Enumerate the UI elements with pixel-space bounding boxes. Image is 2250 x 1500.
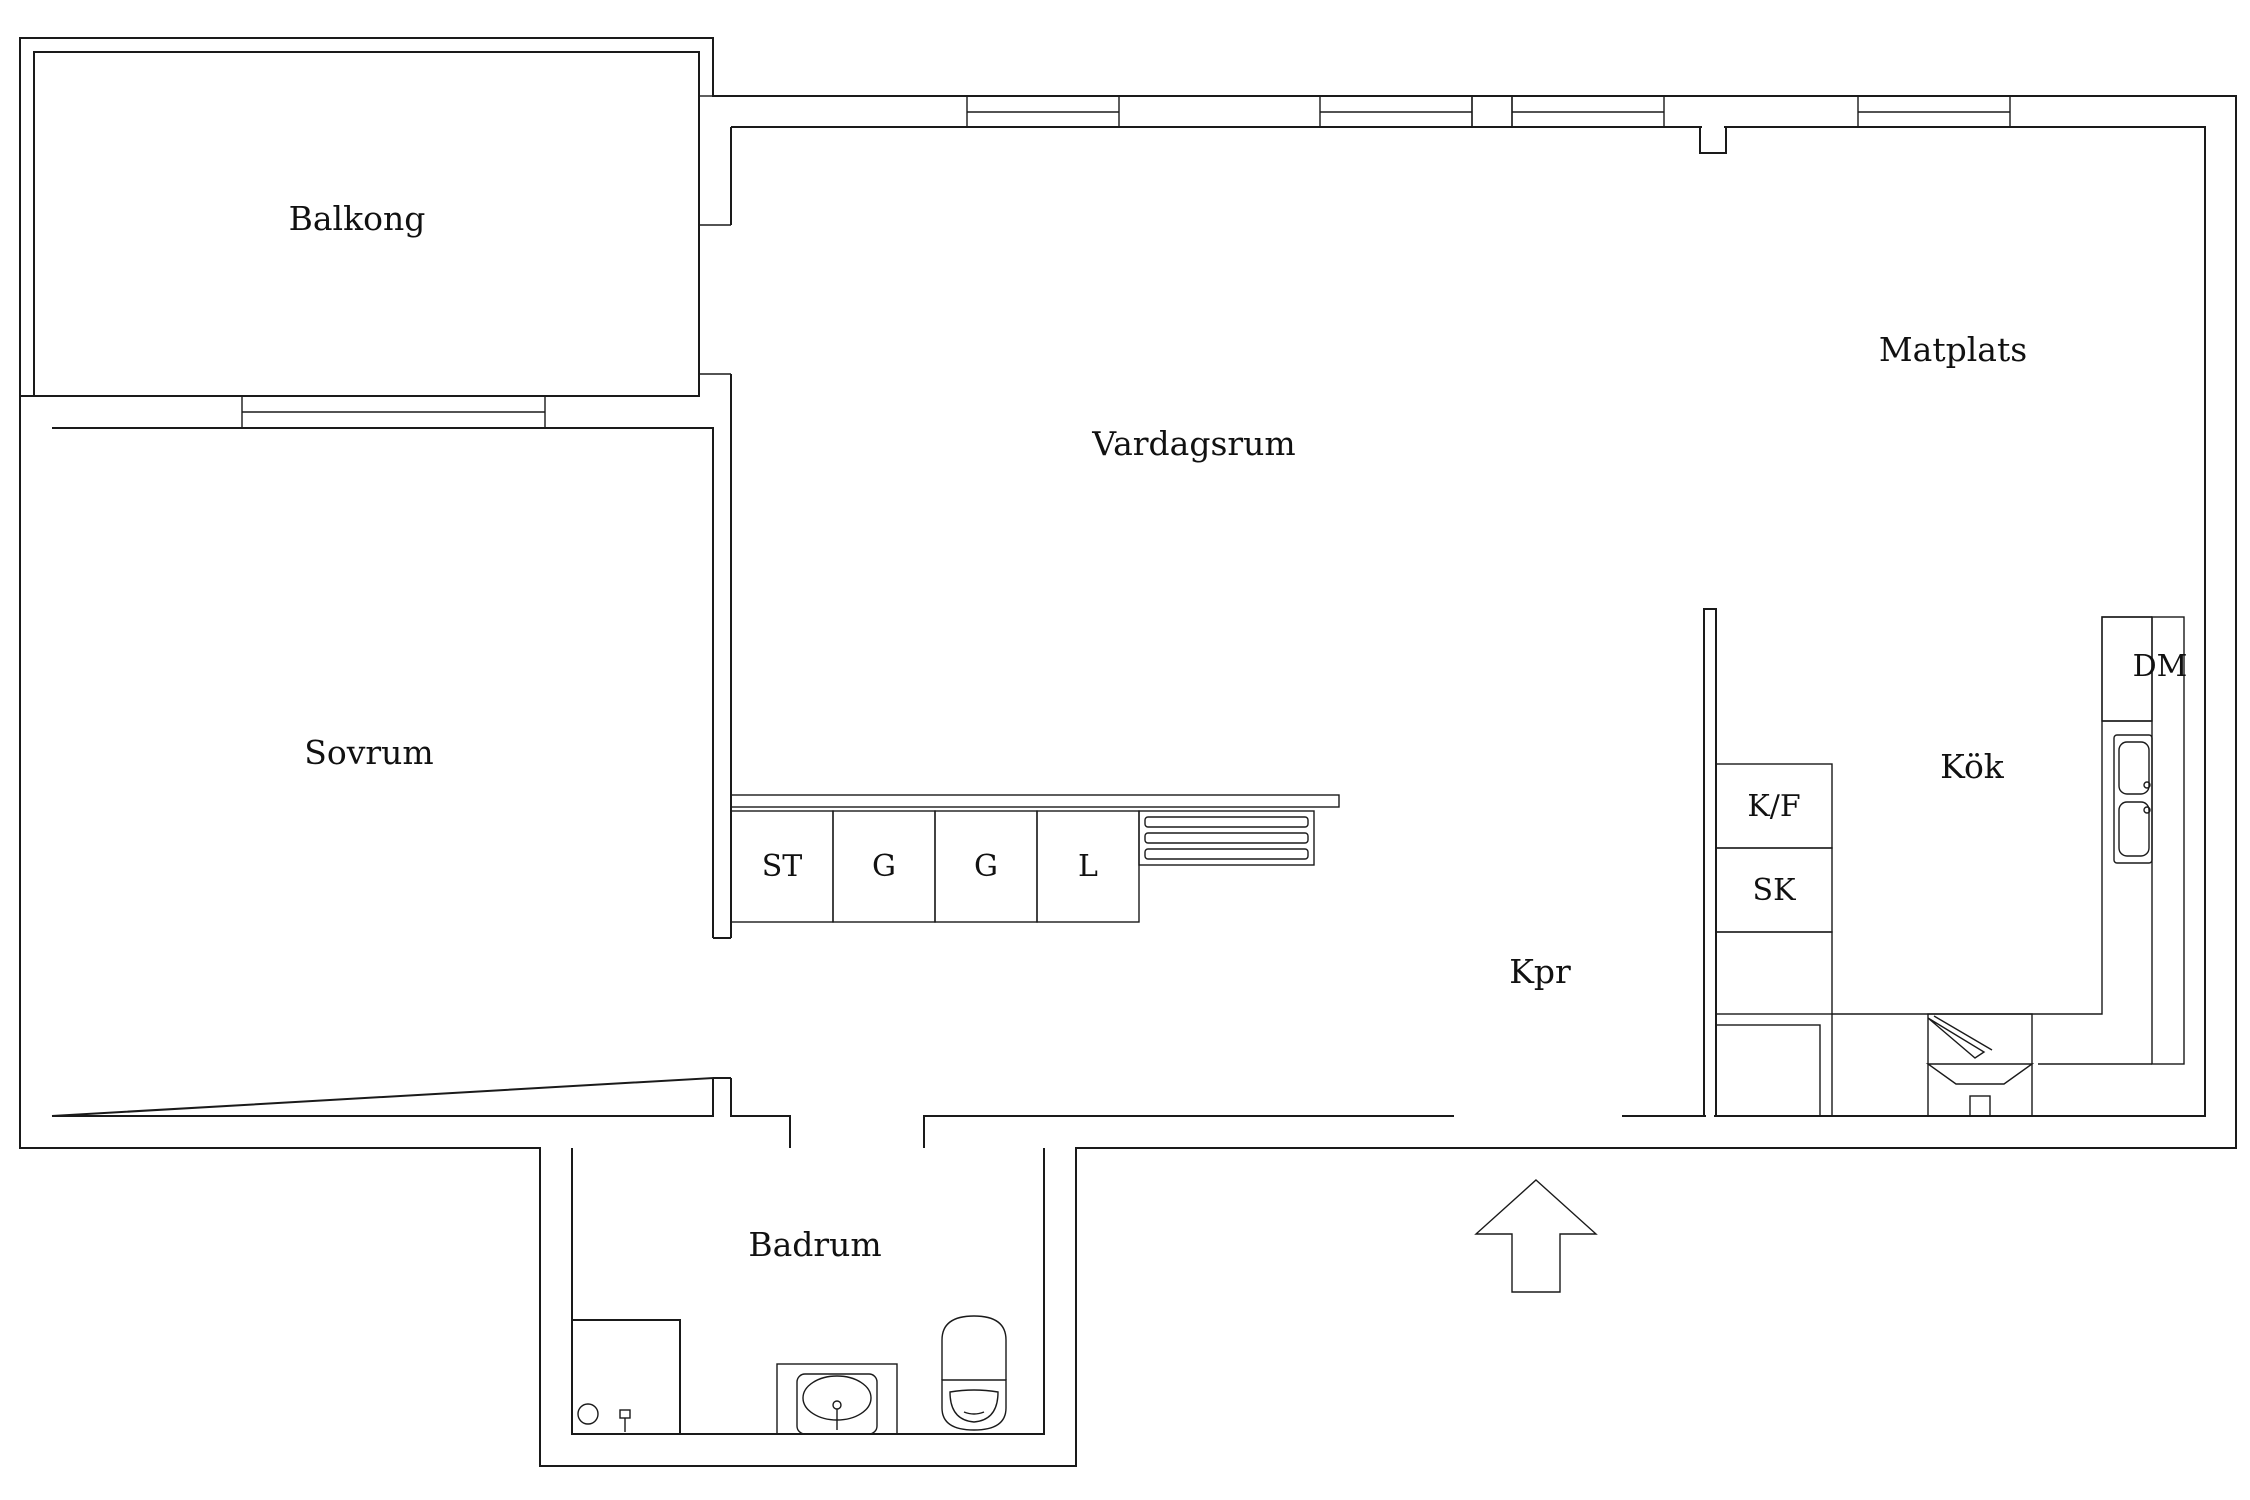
wardrobe-row: ST G G L [730, 794, 1340, 923]
column-notch [1699, 126, 1727, 154]
wardrobe-label-2: G [974, 849, 998, 884]
washbasin-icon [776, 1363, 898, 1435]
hallway-label: Kpr [1509, 952, 1571, 991]
wardrobe-label-1: G [872, 849, 896, 884]
cabinet-lower [1715, 931, 1833, 1015]
top-windows [966, 95, 2011, 154]
radiator-icon [1138, 810, 1315, 866]
kitchen-partition [1703, 608, 1717, 1117]
kitchen-counter [1831, 616, 2152, 1116]
linen-label: L [1078, 849, 1098, 884]
stove-hood-icon [1925, 1013, 2035, 1117]
bedroom-label: Sovrum [304, 733, 433, 772]
dishwasher-label: DM [2133, 649, 2188, 684]
linen-box [1036, 810, 1140, 923]
cabinet-base [1715, 1024, 1821, 1117]
outer-wall-outline [19, 37, 2237, 1467]
window-mullion [1471, 95, 1513, 128]
inner-wall-main [730, 126, 2206, 1148]
counter-back [2151, 616, 2185, 1065]
living-room-label: Vardagsrum [1091, 424, 1295, 463]
kitchen-sink-icon [2113, 734, 2153, 864]
kitchen-area: K/F SK DM [1703, 608, 2188, 1118]
shower-icon [571, 1319, 681, 1435]
bathroom-inner-wall [571, 1148, 1045, 1435]
fridge-freezer-label: K/F [1747, 789, 1800, 824]
toilet-icon [941, 1315, 1007, 1431]
bedroom-area [51, 395, 731, 1117]
entrance-arrow-icon [1474, 1179, 1598, 1293]
column-notch-gap [1702, 124, 1724, 130]
storage-label: ST [762, 849, 803, 884]
bathroom-label: Badrum [748, 1225, 881, 1264]
bedroom-outline [51, 427, 714, 1117]
balcony-label: Balkong [289, 199, 426, 238]
partition-gap [1706, 1110, 1714, 1118]
kitchen-label: Kök [1940, 747, 2005, 786]
bathroom-fixtures [571, 1315, 1007, 1435]
cabinet-label: SK [1753, 873, 1797, 908]
room-labels: Balkong Sovrum Vardagsrum Matplats Kök K… [289, 199, 2028, 1264]
dining-label: Matplats [1879, 330, 2027, 369]
wardrobe-shelf [730, 794, 1340, 808]
